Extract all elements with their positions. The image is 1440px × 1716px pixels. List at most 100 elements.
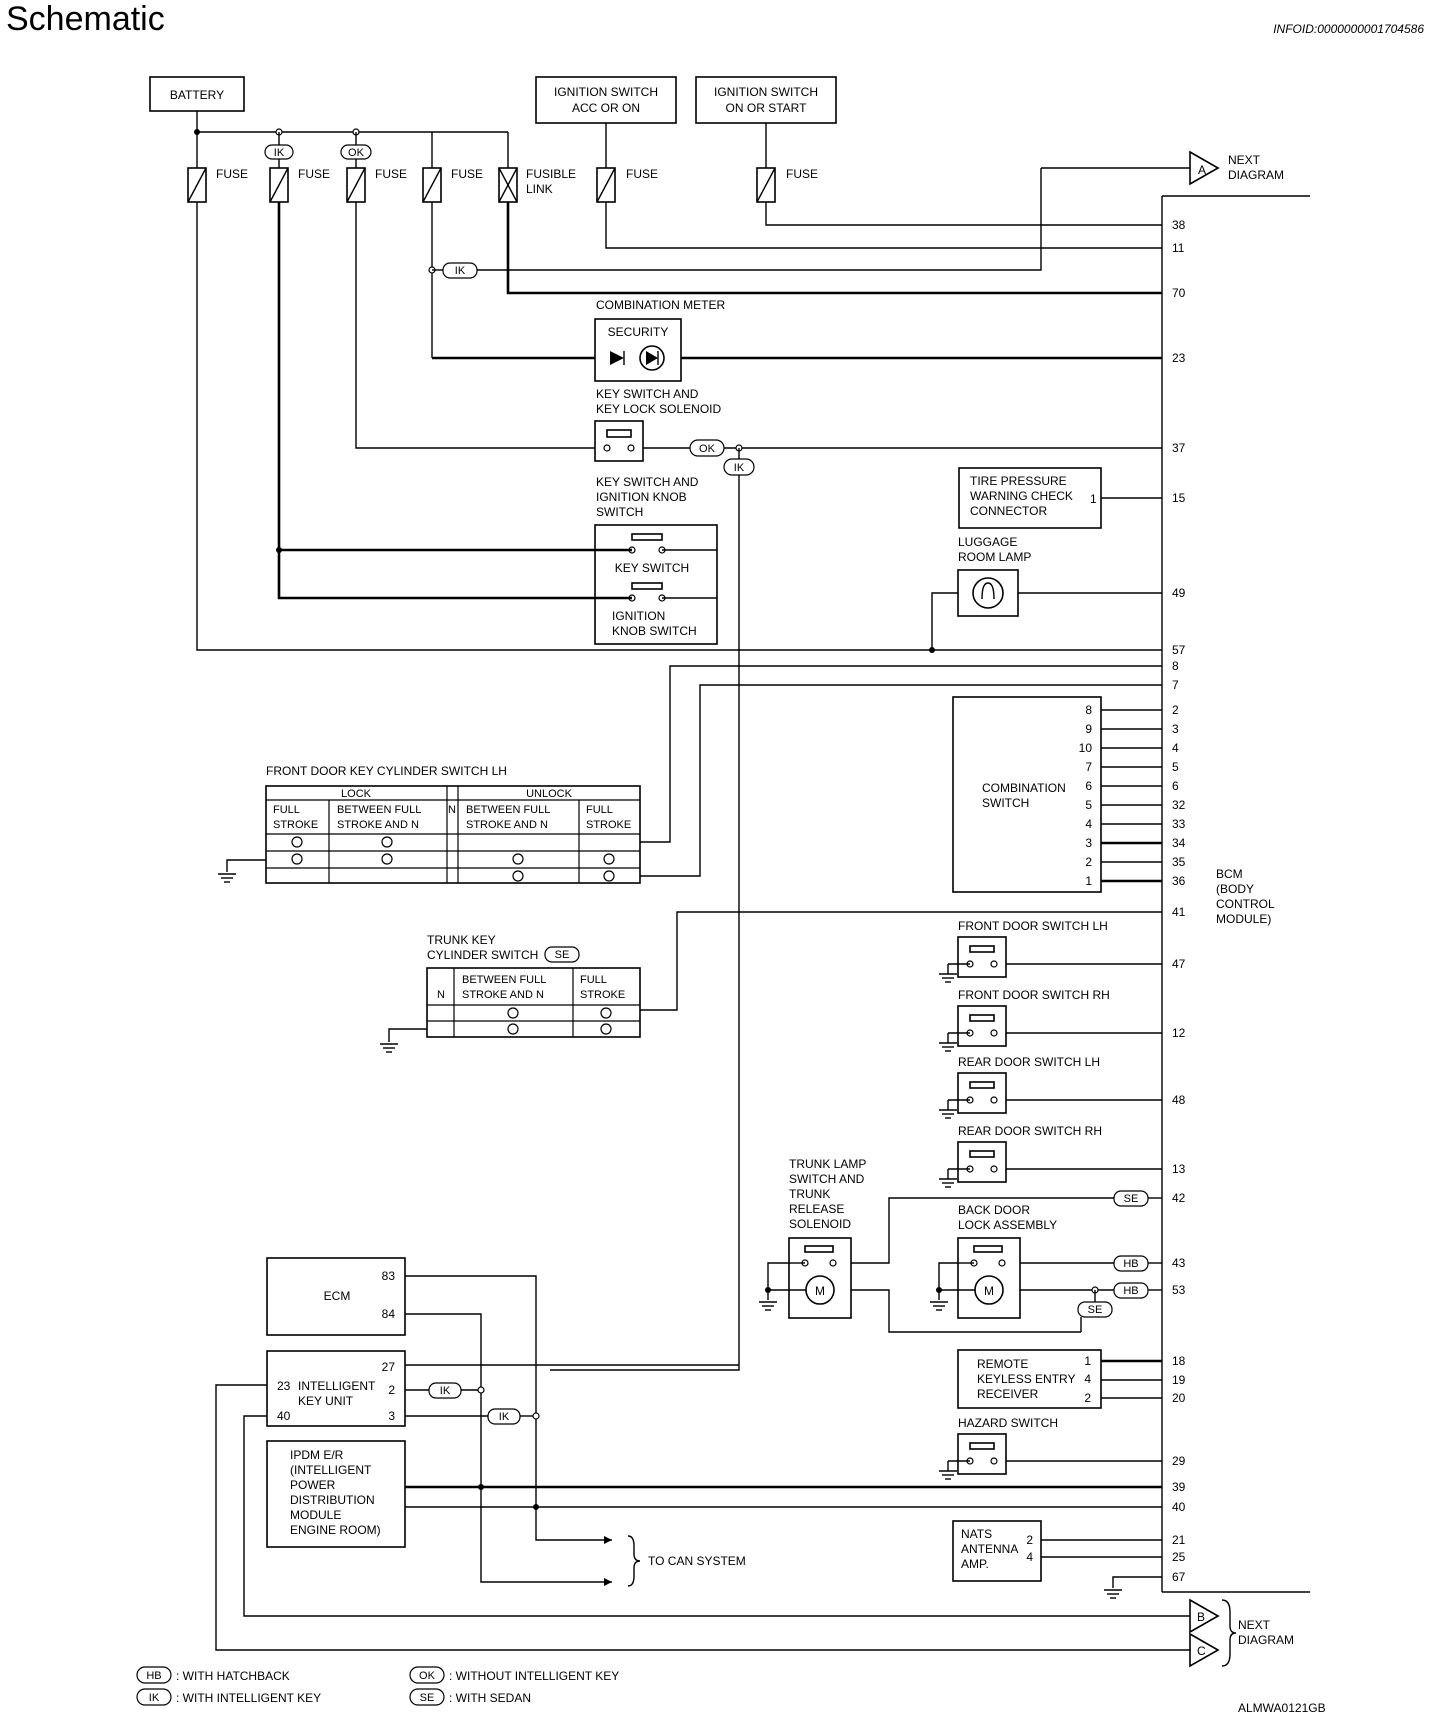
svg-text:SOLENOID: SOLENOID — [789, 1217, 851, 1231]
svg-text:ACC OR ON: ACC OR ON — [572, 101, 640, 115]
svg-text:15: 15 — [1172, 491, 1186, 505]
svg-text:M: M — [984, 1284, 994, 1298]
svg-text:KEY LOCK SOLENOID: KEY LOCK SOLENOID — [596, 402, 721, 416]
svg-text:19: 19 — [1172, 1373, 1186, 1387]
svg-text:47: 47 — [1172, 957, 1186, 971]
svg-text:7: 7 — [1085, 760, 1092, 774]
legend: HB : WITH HATCHBACK IK : WITH INTELLIGEN… — [136, 1666, 619, 1706]
battery: BATTERY — [149, 76, 245, 112]
svg-text:CONTROL: CONTROL — [1216, 897, 1275, 911]
trunk-release-solenoid: M — [788, 1237, 852, 1319]
svg-text:TRUNK: TRUNK — [789, 1187, 830, 1201]
svg-text:9: 9 — [1085, 722, 1092, 736]
svg-text:53: 53 — [1172, 1283, 1186, 1297]
se-tag: SE — [1077, 1301, 1113, 1318]
trunk-key-cylinder-switch: N BETWEEN FULL STROKE AND N FULL STROKE — [426, 967, 641, 1038]
svg-text:2: 2 — [1084, 1391, 1091, 1405]
svg-text:RELEASE: RELEASE — [789, 1202, 844, 1216]
svg-text:CYLINDER SWITCH: CYLINDER SWITCH — [427, 948, 538, 962]
svg-text:BATTERY: BATTERY — [170, 88, 224, 102]
svg-text:37: 37 — [1172, 441, 1186, 455]
svg-text:SE: SE — [555, 949, 570, 961]
svg-text:42: 42 — [1172, 1191, 1186, 1205]
svg-text:1: 1 — [1084, 1354, 1091, 1368]
ik-tag: IK — [264, 144, 294, 160]
svg-text:WARNING CHECK: WARNING CHECK — [970, 489, 1073, 503]
svg-text:48: 48 — [1172, 1093, 1186, 1107]
front-door-switch-lh: FRONT DOOR SWITCH LH — [939, 919, 1108, 982]
svg-text:STROKE AND N: STROKE AND N — [337, 819, 419, 831]
svg-text:HAZARD SWITCH: HAZARD SWITCH — [958, 1416, 1058, 1430]
svg-text:4: 4 — [1085, 817, 1092, 831]
svg-text:IK: IK — [499, 1411, 510, 1423]
ik-tag: IK — [723, 458, 755, 476]
svg-text:IK: IK — [440, 1385, 451, 1397]
svg-text:RECEIVER: RECEIVER — [977, 1387, 1039, 1401]
svg-text:41: 41 — [1172, 905, 1186, 919]
svg-text:IGNITION SWITCH: IGNITION SWITCH — [714, 85, 818, 99]
svg-text:FRONT DOOR SWITCH LH: FRONT DOOR SWITCH LH — [958, 919, 1108, 933]
front-door-key-cylinder-switch: LOCK UNLOCK FULL STROKE BETWEEN FULL STR… — [265, 785, 641, 884]
svg-text:SE: SE — [420, 1692, 435, 1704]
svg-text:4: 4 — [1026, 1550, 1033, 1564]
ok-tag: OK — [689, 439, 725, 457]
svg-text:REMOTE: REMOTE — [977, 1357, 1028, 1371]
svg-text:CONNECTOR: CONNECTOR — [970, 504, 1047, 518]
svg-text:FUSE: FUSE — [298, 167, 330, 181]
svg-text:REAR DOOR SWITCH RH: REAR DOOR SWITCH RH — [958, 1124, 1102, 1138]
svg-text:ROOM LAMP: ROOM LAMP — [958, 550, 1031, 564]
svg-text:12: 12 — [1172, 1026, 1186, 1040]
offpage-connector-c: C — [1189, 1632, 1220, 1668]
svg-text:HB: HB — [1123, 1258, 1138, 1270]
svg-text:LOCK: LOCK — [341, 788, 372, 800]
svg-text:LOCK ASSEMBLY: LOCK ASSEMBLY — [958, 1218, 1057, 1232]
svg-text:33: 33 — [1172, 817, 1186, 831]
ignition-switch-acc: IGNITION SWITCH ACC OR ON — [535, 76, 677, 124]
fusible-link: FUSIBLE LINK — [498, 167, 576, 203]
trunk-lamp-label: TRUNK LAMP SWITCH AND TRUNK RELEASE SOLE… — [789, 1157, 866, 1231]
svg-text:FULL: FULL — [580, 974, 607, 986]
front-door-switch-rh: FRONT DOOR SWITCH RH — [939, 988, 1110, 1051]
svg-text:6: 6 — [1085, 779, 1092, 793]
key-lock-solenoid-label: KEY SWITCH AND KEY LOCK SOLENOID — [596, 387, 721, 416]
ignition-switch-start: IGNITION SWITCH ON OR START — [695, 76, 837, 124]
ik-tag: IK — [487, 1408, 521, 1425]
svg-text:HB: HB — [1123, 1285, 1138, 1297]
nats-antenna-amp: NATS ANTENNA AMP. 2 4 — [952, 1520, 1042, 1582]
svg-text:3: 3 — [1172, 722, 1179, 736]
svg-text:2: 2 — [1085, 855, 1092, 869]
svg-text:32: 32 — [1172, 798, 1186, 812]
svg-text:49: 49 — [1172, 586, 1186, 600]
svg-text:84: 84 — [382, 1307, 396, 1321]
svg-text:A: A — [1198, 163, 1206, 177]
svg-text:TIRE PRESSURE: TIRE PRESSURE — [970, 474, 1067, 488]
svg-text:B: B — [1197, 1610, 1205, 1624]
svg-text:FUSE: FUSE — [216, 167, 248, 181]
hb-tag: HB — [1113, 1282, 1149, 1299]
key-ignition-knob-switch: KEY SWITCH IGNITION KNOB SWITCH — [594, 524, 718, 645]
svg-text:5: 5 — [1172, 760, 1179, 774]
svg-text:SWITCH: SWITCH — [982, 796, 1029, 810]
svg-text:KEY SWITCH: KEY SWITCH — [615, 561, 689, 575]
svg-text:UNLOCK: UNLOCK — [526, 788, 573, 800]
fuse-3: FUSE — [346, 167, 407, 203]
security-indicator: SECURITY — [594, 318, 682, 382]
svg-text:FUSE: FUSE — [451, 167, 483, 181]
svg-text:10: 10 — [1079, 741, 1093, 755]
fuse-acc: FUSE — [596, 167, 658, 203]
svg-text:FULL: FULL — [273, 804, 300, 816]
back-door-lock-assembly: M — [957, 1237, 1021, 1319]
svg-text:SE: SE — [1124, 1193, 1139, 1205]
svg-text:(INTELLIGENT: (INTELLIGENT — [290, 1463, 372, 1477]
svg-text:2: 2 — [388, 1383, 395, 1397]
svg-text:FUSIBLE: FUSIBLE — [526, 167, 576, 181]
svg-text:FULL: FULL — [586, 804, 613, 816]
ipdm-er: IPDM E/R (INTELLIGENT POWER DISTRIBUTION… — [266, 1440, 406, 1548]
svg-text:STROKE AND N: STROKE AND N — [462, 989, 544, 1001]
svg-text:OK: OK — [348, 147, 365, 159]
svg-text:NEXT: NEXT — [1238, 1618, 1271, 1632]
svg-text:SWITCH AND: SWITCH AND — [789, 1172, 865, 1186]
trunk-key-label: TRUNK KEY CYLINDER SWITCH SE — [427, 933, 580, 963]
